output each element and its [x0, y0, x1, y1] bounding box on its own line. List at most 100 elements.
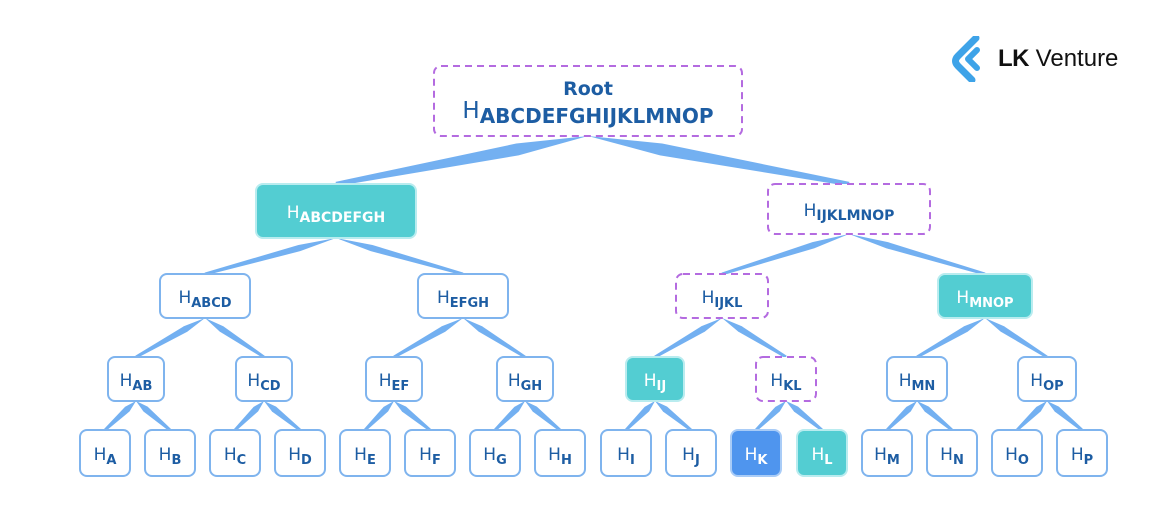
lk-logo-icon	[952, 36, 980, 82]
node-box-ip	[767, 183, 931, 235]
hash-label-mp: HMNOP	[956, 288, 1013, 311]
hash-label-cd: HCD	[247, 371, 280, 394]
hash-letter: H	[874, 445, 887, 465]
root-label: Root	[563, 78, 613, 100]
node-box-ad	[159, 273, 251, 319]
hash-letter: H	[1005, 445, 1018, 465]
hash-label-ij: HIJ	[644, 371, 666, 394]
hash-label-i: HI	[617, 445, 635, 468]
hash-subscript: I	[630, 453, 635, 468]
edge-j-to-ij	[655, 401, 692, 432]
node-h-a: HA	[79, 429, 131, 477]
hash-label-e: HE	[354, 445, 376, 468]
hash-label-d: HD	[288, 445, 312, 468]
hash-subscript: N	[953, 453, 964, 468]
hash-letter: H	[120, 371, 133, 391]
hash-subscript: ABCDEFGH	[300, 210, 386, 226]
edge-h-to-gh	[525, 401, 561, 432]
hash-letter: H	[224, 445, 237, 465]
node-h-ij: HIJ	[625, 356, 685, 402]
hash-letter: H	[419, 445, 432, 465]
edge-k-to-kl	[755, 401, 786, 432]
node-h-ef: HEF	[365, 356, 423, 402]
hash-label-ef: HEF	[379, 371, 410, 394]
hash-label-o: HO	[1005, 445, 1029, 468]
hash-letter: H	[899, 371, 912, 391]
hash-subscript: EF	[392, 379, 410, 394]
hash-label-c: HC	[224, 445, 246, 468]
hash-label-f: HF	[419, 445, 441, 468]
node-box-p	[1056, 429, 1108, 477]
hash-letter: H	[702, 288, 715, 308]
hash-letter: H	[956, 288, 969, 308]
tree-edges	[104, 136, 1083, 432]
node-box-e	[339, 429, 391, 477]
hash-subscript: IJKLMNOP	[816, 208, 894, 224]
hash-letter: H	[159, 445, 172, 465]
hash-subscript: F	[432, 453, 441, 468]
edge-c-to-cd	[234, 401, 264, 431]
hash-subscript: E	[367, 453, 376, 468]
node-box-ef	[365, 356, 423, 402]
node-h-gh: HGH	[496, 356, 554, 402]
node-box-l	[796, 429, 848, 477]
edge-p-to-op	[1047, 401, 1083, 432]
hash-letter: H	[287, 203, 300, 223]
edge-d-to-cd	[264, 401, 301, 432]
hash-letter: H	[288, 445, 301, 465]
hash-letter: H	[178, 288, 191, 308]
node-box-k	[730, 429, 782, 477]
node-h-mp: HMNOP	[937, 273, 1033, 319]
node-h-k: HK	[730, 429, 782, 477]
hash-letter: H	[770, 371, 783, 391]
node-h-op: HOP	[1017, 356, 1077, 402]
hash-label-a: HA	[94, 445, 117, 468]
edge-o-to-op	[1016, 401, 1047, 432]
hash-label-eh: HEFGH	[437, 288, 489, 311]
node-box-kl	[755, 356, 817, 402]
hash-subscript: OP	[1043, 379, 1064, 394]
hash-label-b: HB	[159, 445, 182, 468]
node-h-kl: HKL	[755, 356, 817, 402]
hash-letter: H	[811, 445, 824, 465]
logo-wordmark-rest: Venture	[1029, 45, 1119, 72]
edge-cd-to-ad	[205, 318, 265, 359]
hash-subscript: EFGH	[450, 296, 489, 311]
hash-letter: H	[1030, 371, 1043, 391]
hash-label-k: HK	[745, 445, 769, 468]
edge-kl-to-il	[722, 318, 787, 359]
hash-subscript: D	[301, 453, 312, 468]
hash-letter: H	[745, 445, 758, 465]
node-box-mp	[937, 273, 1033, 319]
edge-ij-to-il	[654, 318, 722, 359]
node-h-b: HB	[144, 429, 196, 477]
hash-subscript: A	[106, 453, 116, 468]
node-h-ah: HABCDEFGH	[255, 183, 417, 239]
edge-i-to-ij	[625, 401, 655, 431]
hash-letter: H	[379, 371, 392, 391]
node-box-g	[469, 429, 521, 477]
hash-subscript: ABCD	[191, 296, 232, 311]
node-h-g: HG	[469, 429, 521, 477]
edge-f-to-ef	[394, 401, 431, 432]
hash-letter: H	[462, 98, 479, 124]
node-h-cd: HCD	[235, 356, 293, 402]
node-h-f: HF	[404, 429, 456, 477]
node-h-l: HL	[796, 429, 848, 477]
node-h-ip: HIJKLMNOP	[767, 183, 931, 235]
edge-ah-to-root	[335, 136, 588, 187]
hash-label-l: HL	[811, 445, 832, 468]
hash-subscript: MNOP	[969, 296, 1013, 311]
node-h-ad: HABCD	[159, 273, 251, 319]
hash-label-ad: HABCD	[178, 288, 231, 311]
hash-letter: H	[94, 445, 107, 465]
node-h-h: HH	[534, 429, 586, 477]
hash-subscript: P	[1084, 453, 1094, 468]
node-box-op	[1017, 356, 1077, 402]
node-h-m: HM	[861, 429, 913, 477]
logo-wordmark-bold: LK	[998, 45, 1030, 72]
node-h-p: HP	[1056, 429, 1108, 477]
